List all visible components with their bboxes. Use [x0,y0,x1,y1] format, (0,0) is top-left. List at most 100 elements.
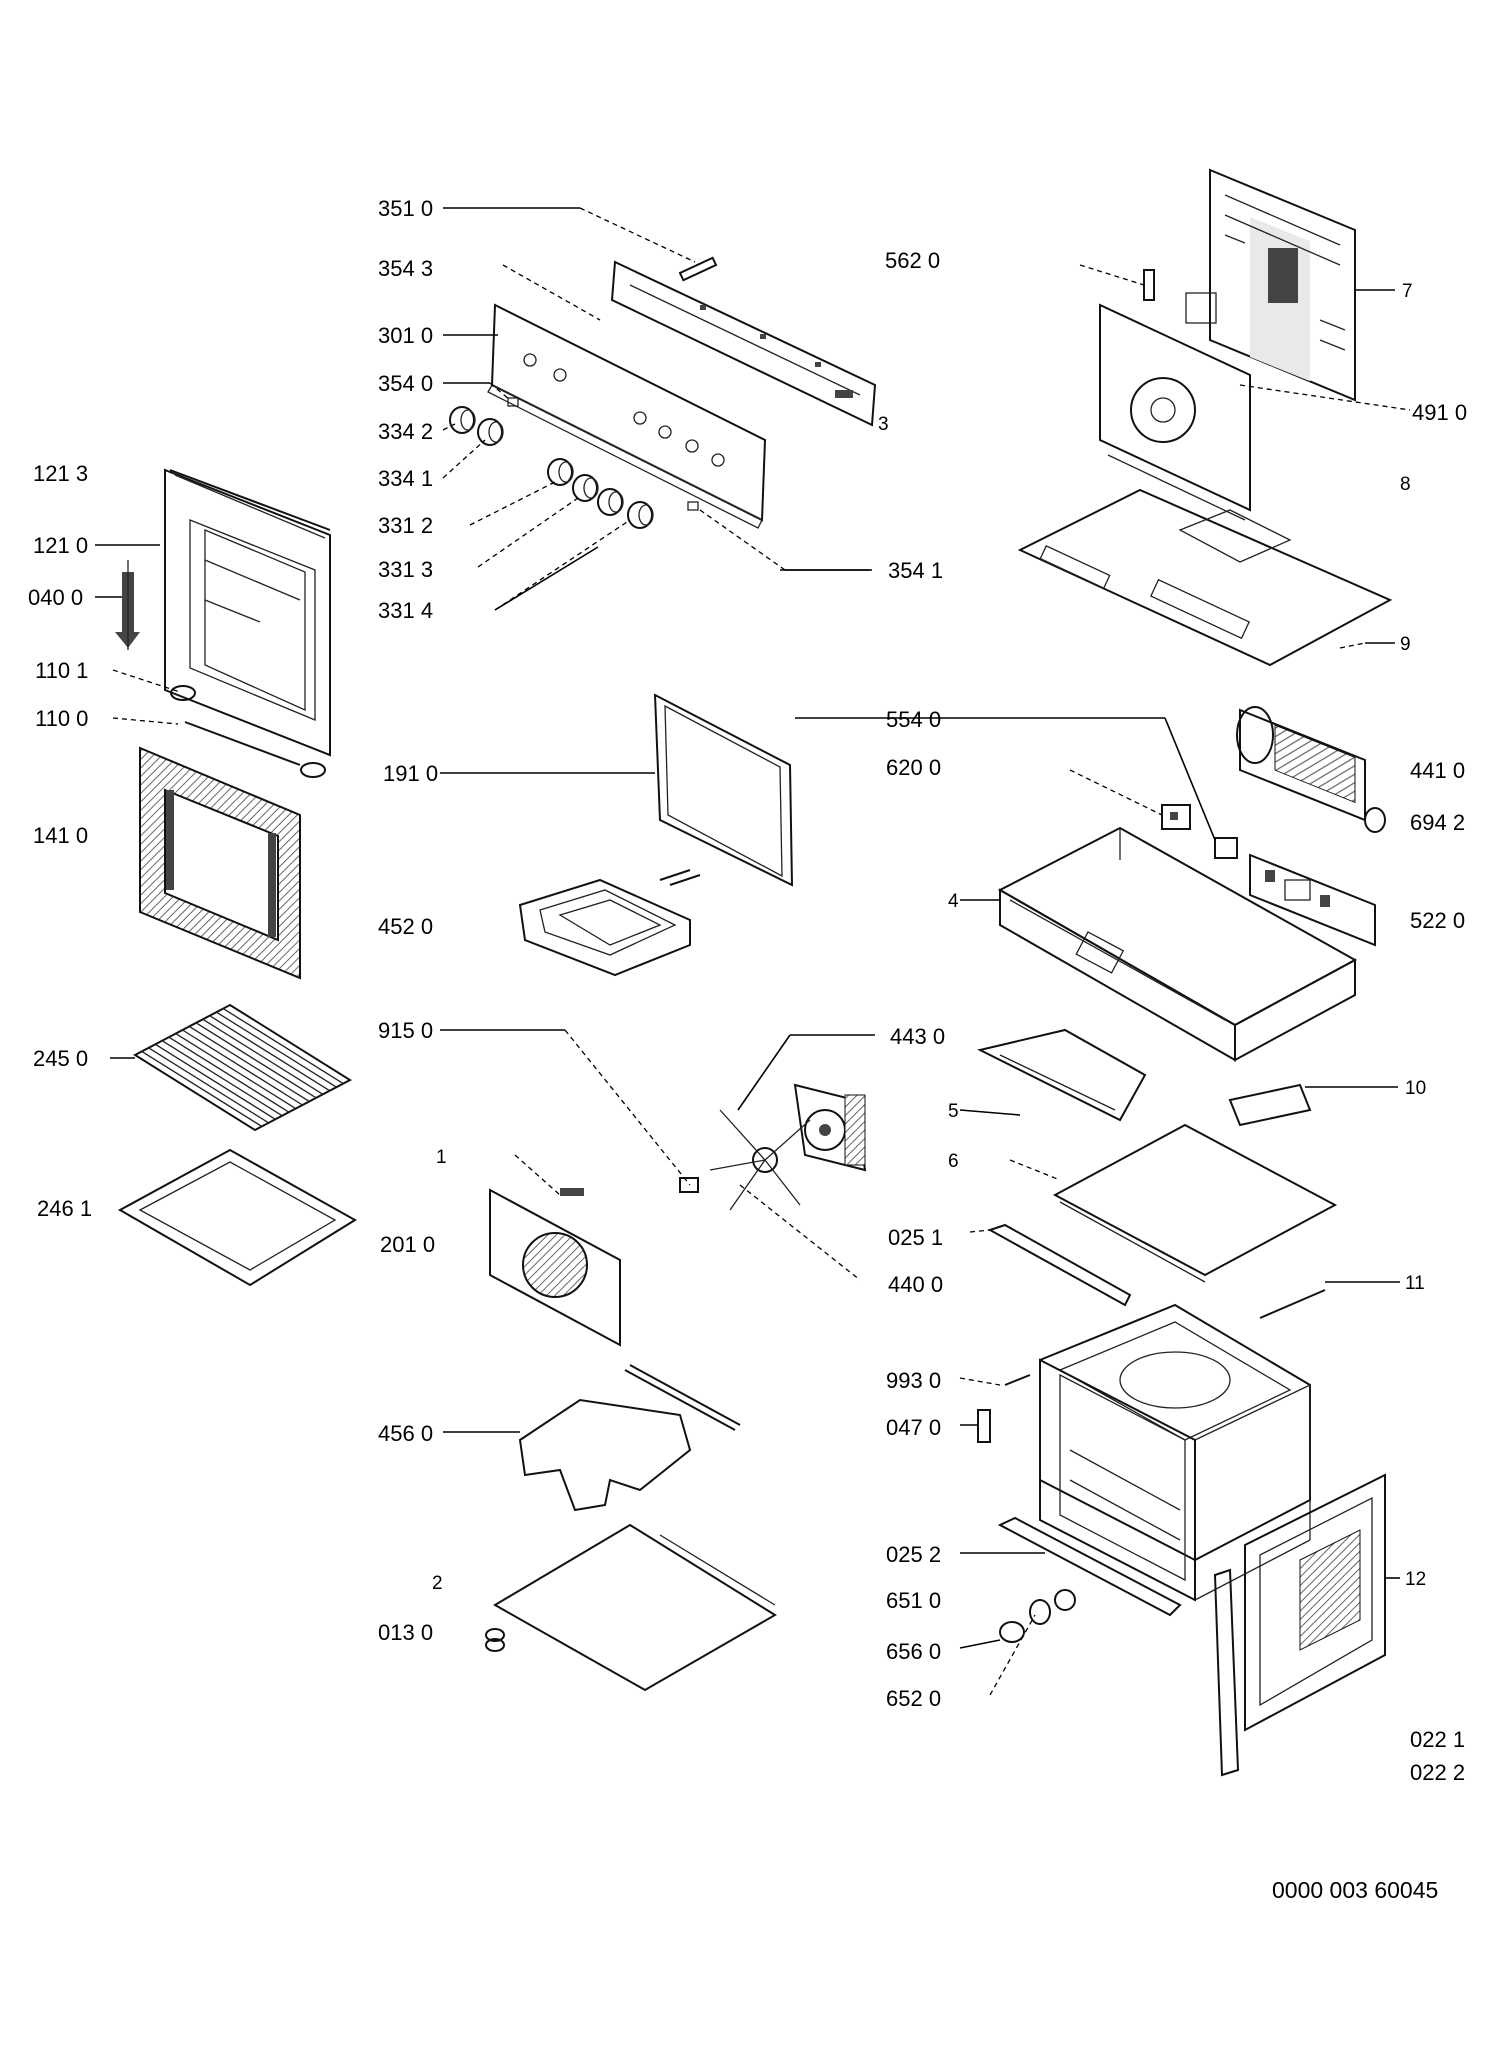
side-door-trim [1213,1568,1240,1777]
label-040-0: 040 0 [28,585,83,610]
label-554-0: 554 0 [886,707,941,732]
top-plate [1017,488,1393,667]
fan-cover [489,1188,621,1347]
door-handle-110 [170,685,326,778]
label-047-0: 047 0 [886,1415,941,1440]
label-651-0: 651 0 [886,1588,941,1613]
label-334-2: 334 2 [378,419,433,444]
oven-shelf [132,1003,353,1132]
label-12: 12 [1405,1569,1426,1590]
top-panel [1052,1123,1338,1283]
label-5: 5 [948,1101,959,1122]
label-354-3: 354 3 [378,256,433,281]
glass-panel [653,693,794,887]
label-620-0: 620 0 [886,755,941,780]
label-7: 7 [1402,281,1413,302]
fan-blade [679,1109,811,1211]
label-491-0: 491 0 [1412,400,1467,425]
side-rail-025-1 [987,1223,1132,1307]
shelf-wire [168,1036,290,1113]
label-022-2: 022 2 [1410,1760,1465,1785]
foot-013-0 [485,1628,505,1652]
leader-lines [95,207,1411,1696]
lamp-cover-047-0 [977,1409,991,1443]
label-354-0: 354 0 [378,371,433,396]
label-562-0: 562 0 [885,248,940,273]
shelf-wire [148,1047,269,1124]
label-331-3: 331 3 [378,557,433,582]
label-11: 11 [1405,1273,1425,1294]
shelf-wire [209,1015,330,1092]
hinge-parts [999,1589,1076,1643]
label-694-2: 694 2 [1410,810,1465,835]
label-331-2: 331 2 [378,513,433,538]
label-4: 4 [948,891,959,912]
label-10: 10 [1405,1078,1426,1099]
label-9: 9 [1400,634,1411,655]
convection-fan-motor [793,1083,867,1172]
clip-354-1 [687,501,699,511]
rear-panel [1099,292,1251,521]
relay-switch [1214,837,1238,859]
label-354-1: 354 1 [888,558,943,583]
label-110-1: 110 1 [35,658,88,683]
rod-11 [1259,1289,1326,1319]
label-6: 6 [948,1151,959,1172]
label-331-4: 331 4 [378,598,433,623]
screw-993-0 [1004,1374,1031,1386]
inner-door-glass [139,746,301,980]
bracket-562-0 [1143,269,1155,301]
shelf-wire [188,1025,310,1102]
clip-354-0 [507,397,519,407]
cover-10 [1228,1083,1312,1127]
cooling-fan-housing [1236,706,1366,822]
label-013-0: 013 0 [378,1620,433,1645]
knob-331-2 [547,458,574,486]
baking-tray [117,1148,357,1287]
knob-334-1 [477,418,504,446]
label-1: 1 [436,1147,447,1168]
label-022-1: 022 1 [1410,1727,1465,1752]
label-025-1: 025 1 [888,1225,943,1250]
label-121-0: 121 0 [33,533,88,558]
label-440-0: 440 0 [888,1272,943,1297]
label-652-0: 652 0 [886,1686,941,1711]
knob-331-3 [572,474,599,502]
side-bracket [977,1028,1147,1122]
label-443-0: 443 0 [890,1024,945,1049]
label-656-0: 656 0 [886,1639,941,1664]
shaft-351-0 [678,256,718,282]
door-top-strip-121-3 [169,469,331,531]
door-frame [164,468,331,757]
knob-331-3b [597,488,624,516]
label-201-0: 201 0 [380,1232,435,1257]
control-panel-rear [610,260,877,427]
label-110-0: 110 0 [35,706,88,731]
label-334-1: 334 1 [378,466,433,491]
label-191-0: 191 0 [383,761,438,786]
label-8: 8 [1400,474,1411,495]
door-hinge [115,560,140,650]
shelf-wire [141,1050,263,1127]
label-245-0: 245 0 [33,1046,88,1071]
label-351-0: 351 0 [378,196,433,221]
label-2: 2 [432,1573,443,1594]
label-121-3: 121 3 [33,461,88,486]
label-456-0: 456 0 [378,1421,433,1446]
shelf-wire [216,1011,337,1088]
shelf-wire [195,1022,317,1099]
upper-chassis-tray [997,826,1358,1062]
knob-334-2 [449,406,476,434]
bulb-694-2 [1364,807,1386,833]
bottom-plate [493,1523,777,1692]
label-441-0: 441 0 [1410,758,1465,783]
side-rail-025-2 [997,1516,1182,1617]
document-number: 0000 003 60045 [1272,1877,1438,1903]
bottom-heating-element [518,1364,741,1512]
label-025-2: 025 2 [886,1542,941,1567]
inner-door-panel [1244,1473,1386,1732]
grill-element [518,869,701,977]
shelf-wire [161,1040,283,1117]
rear-cover-plate [1209,168,1356,402]
